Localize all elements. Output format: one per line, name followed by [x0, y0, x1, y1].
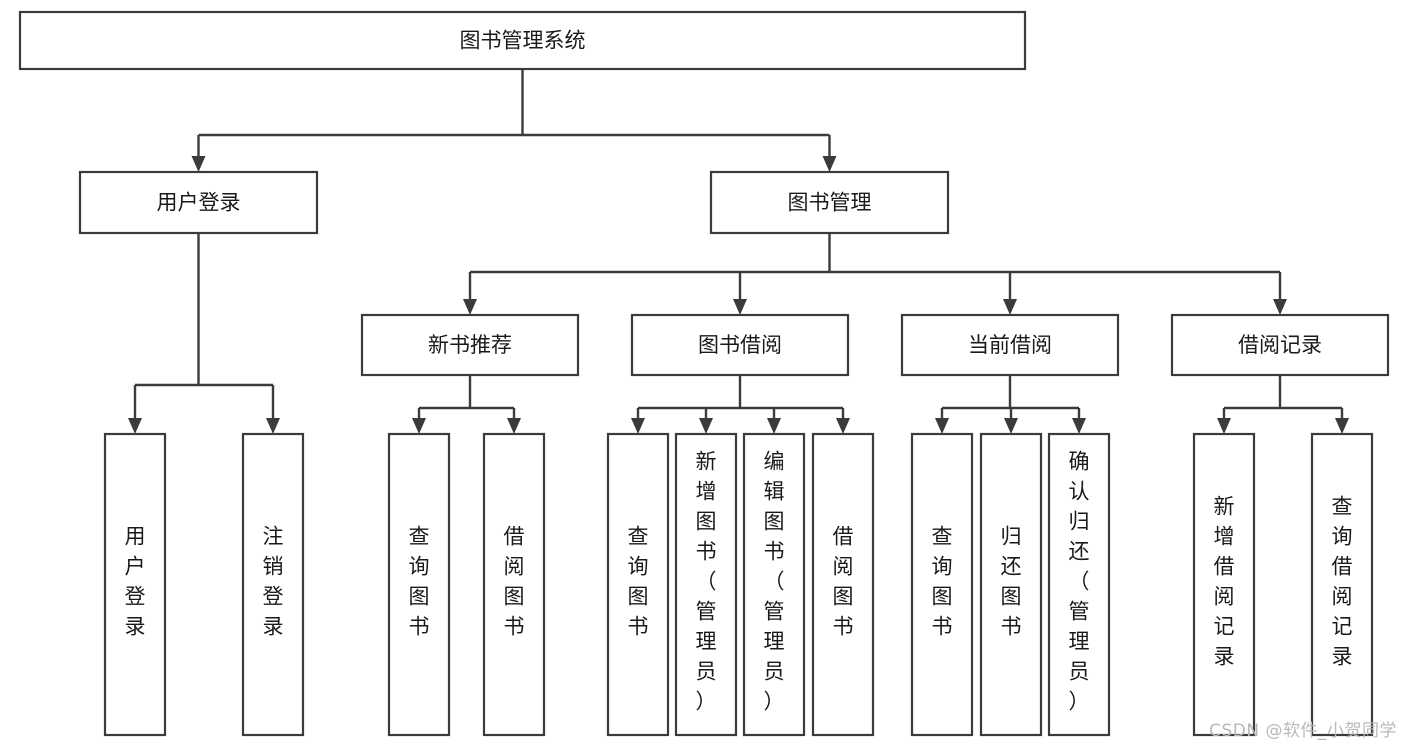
node-book-management[interactable]: 图书管理 — [709, 170, 950, 235]
node-leaf-edit-book[interactable]: 编辑图书（管理员） — [742, 432, 806, 737]
arrow-head-icon — [1217, 418, 1231, 434]
node-label-borrow-record: 借阅记录 — [1238, 333, 1322, 357]
node-box-leaf-return-book — [979, 432, 1043, 737]
node-label-leaf-return-book: 归还图书 — [1001, 525, 1022, 639]
node-new-book-recommend[interactable]: 新书推荐 — [360, 313, 580, 377]
node-box-book-borrow — [630, 313, 850, 377]
node-box-leaf-confirm-return — [1047, 432, 1111, 737]
arrow-head-icon — [1004, 418, 1018, 434]
node-leaf-logout[interactable]: 注销登录 — [241, 432, 305, 737]
node-label-leaf-borrow-book: 借阅图书 — [833, 525, 854, 639]
node-user-login[interactable]: 用户登录 — [78, 170, 319, 235]
node-label-current-borrow: 当前借阅 — [968, 333, 1052, 357]
node-label-leaf-add-book: 新增图书（管理员） — [696, 450, 717, 714]
csdn-watermark: CSDN @软件_小贺同学 — [1209, 721, 1397, 741]
arrow-head-icon — [412, 418, 426, 434]
node-current-borrow[interactable]: 当前借阅 — [900, 313, 1120, 377]
node-label-leaf-query-book-recommend: 查询图书 — [409, 525, 430, 639]
arrow-head-icon — [935, 418, 949, 434]
node-leaf-add-book[interactable]: 新增图书（管理员） — [674, 432, 738, 737]
node-label-leaf-add-borrow-record: 新增借阅记录 — [1214, 495, 1235, 669]
arrow-head-icon — [631, 418, 645, 434]
node-box-leaf-borrow-book — [811, 432, 875, 737]
arrow-head-icon — [1335, 418, 1349, 434]
node-box-borrow-record — [1170, 313, 1390, 377]
node-label-book-borrow: 图书借阅 — [698, 333, 782, 357]
arrow-head-icon — [266, 418, 280, 434]
node-root[interactable]: 图书管理系统 — [18, 10, 1027, 71]
node-leaf-query-book-current[interactable]: 查询图书 — [910, 432, 974, 737]
node-box-new-book-recommend — [360, 313, 580, 377]
node-label-leaf-query-book-current: 查询图书 — [932, 525, 953, 639]
node-label-leaf-query-borrow-record: 查询借阅记录 — [1332, 495, 1353, 669]
arrow-head-icon — [733, 299, 747, 315]
arrow-head-icon — [767, 418, 781, 434]
node-box-leaf-logout — [241, 432, 305, 737]
node-leaf-return-book[interactable]: 归还图书 — [979, 432, 1043, 737]
arrow-head-icon — [1003, 299, 1017, 315]
node-box-leaf-add-book — [674, 432, 738, 737]
node-book-borrow[interactable]: 图书借阅 — [630, 313, 850, 377]
arrow-head-icon — [191, 156, 206, 172]
arrow-head-icon — [699, 418, 713, 434]
node-leaf-query-book-borrow[interactable]: 查询图书 — [606, 432, 670, 737]
node-box-book-management — [709, 170, 950, 235]
arrow-head-icon — [128, 418, 142, 434]
node-box-leaf-borrow-book-recommend — [482, 432, 546, 737]
node-label-new-book-recommend: 新书推荐 — [428, 333, 512, 357]
node-label-root: 图书管理系统 — [460, 29, 586, 53]
node-leaf-confirm-return[interactable]: 确认归还（管理员） — [1047, 432, 1111, 737]
node-leaf-add-borrow-record[interactable]: 新增借阅记录 — [1192, 432, 1256, 737]
node-box-leaf-add-borrow-record — [1192, 432, 1256, 737]
node-box-leaf-edit-book — [742, 432, 806, 737]
node-box-user-login — [78, 170, 319, 235]
node-label-leaf-borrow-book-recommend: 借阅图书 — [504, 525, 525, 639]
node-box-leaf-query-book-borrow — [606, 432, 670, 737]
node-label-leaf-user-login: 用户登录 — [125, 525, 146, 639]
node-leaf-borrow-book[interactable]: 借阅图书 — [811, 432, 875, 737]
node-leaf-borrow-book-recommend[interactable]: 借阅图书 — [482, 432, 546, 737]
node-box-leaf-query-book-recommend — [387, 432, 451, 737]
arrow-head-icon — [1072, 418, 1086, 434]
arrow-head-icon — [822, 156, 837, 172]
node-layer: 图书管理系统用户登录图书管理新书推荐图书借阅当前借阅借阅记录用户登录注销登录查询… — [18, 10, 1390, 737]
node-borrow-record[interactable]: 借阅记录 — [1170, 313, 1390, 377]
node-box-root — [18, 10, 1027, 71]
arrow-head-icon — [1273, 299, 1287, 315]
node-label-leaf-edit-book: 编辑图书（管理员） — [764, 450, 785, 714]
node-label-leaf-logout: 注销登录 — [263, 525, 284, 639]
node-leaf-user-login[interactable]: 用户登录 — [103, 432, 167, 737]
connector-layer — [128, 69, 1349, 434]
arrow-head-icon — [836, 418, 850, 434]
node-leaf-query-book-recommend[interactable]: 查询图书 — [387, 432, 451, 737]
node-label-leaf-query-book-borrow: 查询图书 — [628, 525, 649, 639]
arrow-head-icon — [507, 418, 521, 434]
node-label-user-login: 用户登录 — [157, 191, 241, 215]
arrow-head-icon — [463, 299, 477, 315]
node-box-leaf-query-borrow-record — [1310, 432, 1374, 737]
node-label-book-management: 图书管理 — [788, 191, 872, 215]
node-leaf-query-borrow-record[interactable]: 查询借阅记录 — [1310, 432, 1374, 737]
node-box-current-borrow — [900, 313, 1120, 377]
node-box-leaf-query-book-current — [910, 432, 974, 737]
node-box-leaf-user-login — [103, 432, 167, 737]
node-label-leaf-confirm-return: 确认归还（管理员） — [1069, 450, 1090, 714]
